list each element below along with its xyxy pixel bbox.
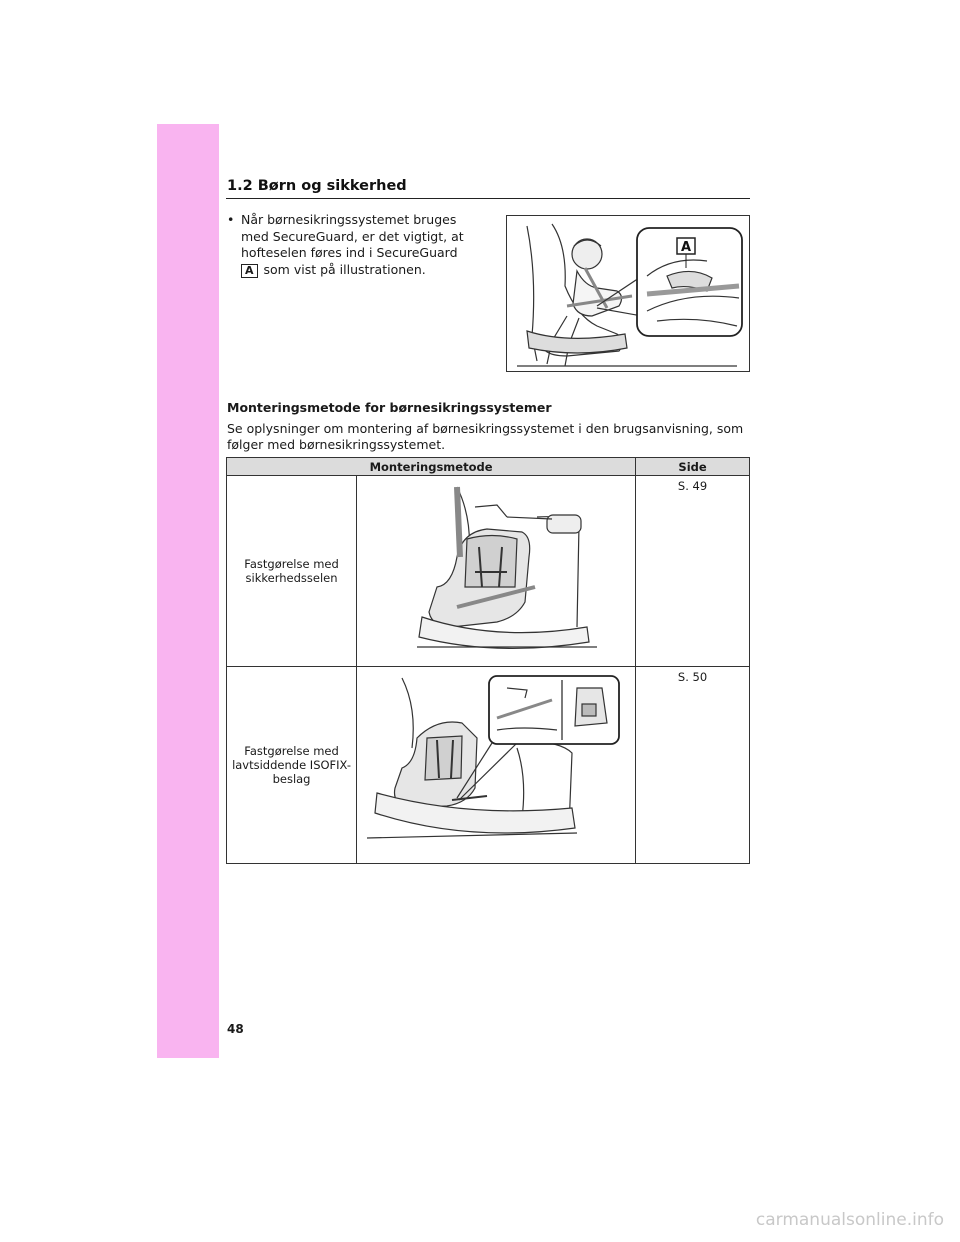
- watermark: carmanualsonline.info: [755, 1210, 944, 1230]
- bullet-line-2: med SecureGuard, er det vigtigt, at: [241, 228, 464, 244]
- bullet-line-3: hofteselen føres ind i SecureGuard: [241, 245, 458, 260]
- bullet-line-4-text: som vist på illustrationen.: [263, 261, 426, 277]
- header-page: Side: [635, 457, 750, 476]
- table-header-row: Monteringsmetode Side: [225, 457, 750, 476]
- method-line: beslag: [272, 772, 311, 786]
- table-row: Fastgørelse med sikkerhedsselen: [225, 475, 750, 667]
- table-row: Fastgørelse med lavtsiddende ISOFIX- bes…: [225, 666, 750, 864]
- method-line: Fastgørelse med: [244, 744, 339, 758]
- page-cell: S. 50: [635, 666, 750, 864]
- page-cell: S. 49: [635, 475, 750, 667]
- callout-label-a: A: [681, 240, 691, 255]
- method-cell: Fastgørelse med sikkerhedsselen: [225, 475, 358, 667]
- install-paragraph: Se oplysninger om montering af børnesikr…: [227, 421, 744, 452]
- secureguard-illustration: A: [506, 215, 750, 372]
- chapter-side-band: [157, 124, 219, 1058]
- bullet-line-1: Når børnesikringssystemet bruges: [241, 212, 457, 227]
- label-a-box: A: [241, 263, 258, 278]
- method-cell: Fastgørelse med lavtsiddende ISOFIX- bes…: [225, 666, 358, 864]
- section-title: 1.2 Børn og sikkerhed: [227, 178, 407, 194]
- method-line: Fastgørelse med: [244, 557, 339, 571]
- bullet-marker: •: [227, 212, 235, 227]
- installation-method-table: Monteringsmetode Side Fastgørelse med si…: [225, 457, 750, 864]
- bullet-note: • Når børnesikringssystemet bruges med S…: [227, 212, 477, 278]
- page-number: 48: [227, 1022, 244, 1036]
- method-line: sikkerhedsselen: [245, 571, 338, 585]
- header-method: Monteringsmetode: [225, 457, 637, 476]
- section-divider: [226, 198, 750, 199]
- isofix-install-illustration: [356, 666, 637, 864]
- seatbelt-install-illustration: [356, 475, 637, 667]
- method-line: lavtsiddende ISOFIX-: [232, 758, 352, 772]
- install-heading: Monteringsmetode for børnesikringssystem…: [227, 400, 552, 415]
